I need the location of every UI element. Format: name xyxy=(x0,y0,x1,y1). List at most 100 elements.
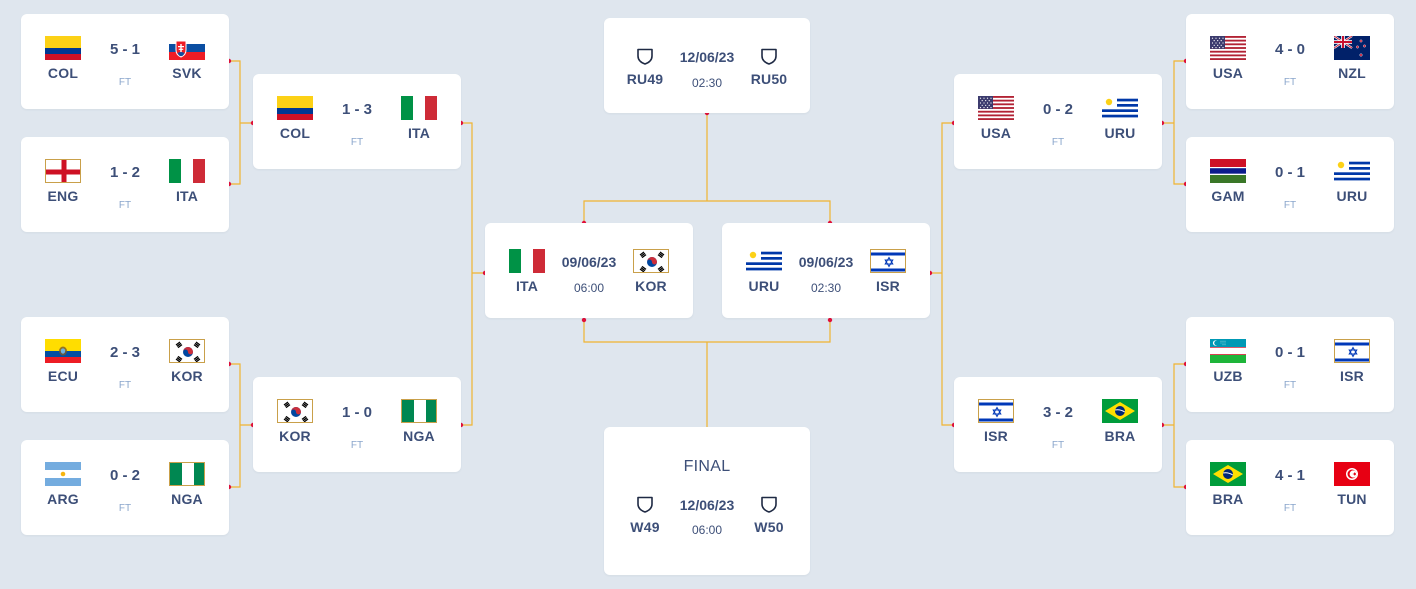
match-status: FT xyxy=(350,440,364,451)
away-team: ISR xyxy=(1322,339,1382,384)
uruguay-flag-icon xyxy=(1102,96,1138,120)
home-team: ECU xyxy=(33,339,93,384)
match-card-uzb-isr[interactable]: UZB 0 - 1 FT ISR xyxy=(1186,317,1394,412)
uzbekistan-flag-icon xyxy=(1210,339,1246,363)
away-team: URU xyxy=(1322,159,1382,204)
home-team: ENG xyxy=(33,159,93,204)
team-code: COL xyxy=(279,125,311,141)
match-score: 1 - 2 xyxy=(109,164,140,181)
match-status: FT xyxy=(1283,77,1297,88)
match-score: 3 - 2 xyxy=(1042,404,1073,421)
team-code: NZL xyxy=(1338,65,1366,81)
team-code: RU50 xyxy=(750,71,788,87)
team-code: URU xyxy=(1104,125,1136,141)
away-team: KOR xyxy=(157,339,217,384)
israel-flag-icon xyxy=(870,249,906,273)
team-code: BRA xyxy=(1104,428,1136,444)
match-card-third-place[interactable]: RU49 12/06/23 02:30 RU50 xyxy=(604,18,810,113)
home-team: UZB xyxy=(1198,339,1258,384)
match-card-ita-kor[interactable]: ITA 09/06/23 06:00 KOR xyxy=(485,223,693,318)
match-card-ecu-kor[interactable]: ECU 2 - 3 FT KOR xyxy=(21,317,229,412)
team-code: ISR xyxy=(876,278,900,294)
home-team: COL xyxy=(33,36,93,81)
away-team: ITA xyxy=(157,159,217,204)
team-code: USA xyxy=(1212,65,1244,81)
match-status: FT xyxy=(1051,137,1065,148)
match-time: 02:30 xyxy=(691,76,723,90)
match-card-arg-nga[interactable]: ARG 0 - 2 FT NGA xyxy=(21,440,229,535)
team-code: RU49 xyxy=(626,71,664,87)
match-date: 09/06/23 xyxy=(561,254,617,270)
match-status: FT xyxy=(118,77,132,88)
home-team: USA xyxy=(1198,36,1258,81)
match-card-usa-uru[interactable]: USA 0 - 2 FT URU xyxy=(954,74,1162,169)
south-korea-flag-icon xyxy=(633,249,669,273)
team-code: SVK xyxy=(172,65,202,81)
match-score: 0 - 2 xyxy=(109,467,140,484)
team-code: GAM xyxy=(1211,188,1245,204)
match-status: FT xyxy=(1283,503,1297,514)
home-team: GAM xyxy=(1198,159,1258,204)
match-card-isr-bra[interactable]: ISR 3 - 2 FT BRA xyxy=(954,377,1162,472)
match-score: 1 - 3 xyxy=(341,101,372,118)
home-team: RU49 xyxy=(615,46,675,87)
match-score: 4 - 1 xyxy=(1274,467,1305,484)
match-score: 2 - 3 xyxy=(109,344,140,361)
team-code: W50 xyxy=(754,519,784,535)
team-code: ENG xyxy=(47,188,79,204)
home-team: W49 xyxy=(615,494,675,535)
team-code: URU xyxy=(748,278,780,294)
home-team: COL xyxy=(265,96,325,141)
team-code: ECU xyxy=(47,368,79,384)
match-card-final[interactable]: FINAL W49 12/06/23 06:00 W50 xyxy=(604,427,810,575)
match-status: FT xyxy=(118,380,132,391)
colombia-flag-icon xyxy=(45,36,81,60)
match-score: 0 - 1 xyxy=(1274,164,1305,181)
match-card-bra-tun[interactable]: BRA 4 - 1 FT TUN xyxy=(1186,440,1394,535)
match-card-gam-uru[interactable]: GAM 0 - 1 FT URU xyxy=(1186,137,1394,232)
home-team: BRA xyxy=(1198,462,1258,507)
away-team: TUN xyxy=(1322,462,1382,507)
italy-flag-icon xyxy=(169,159,205,183)
match-status: FT xyxy=(1051,440,1065,451)
match-time: 06:00 xyxy=(573,281,605,295)
slovakia-flag-icon xyxy=(169,36,205,60)
team-code: KOR xyxy=(279,428,311,444)
south-korea-flag-icon xyxy=(169,339,205,363)
home-team: ITA xyxy=(497,249,557,294)
uruguay-flag-icon xyxy=(746,249,782,273)
match-card-col-svk[interactable]: COL 5 - 1 FT SVK xyxy=(21,14,229,109)
israel-flag-icon xyxy=(978,399,1014,423)
home-team: ARG xyxy=(33,462,93,507)
match-status: FT xyxy=(1283,200,1297,211)
team-code: KOR xyxy=(171,368,203,384)
match-card-usa-nzl[interactable]: USA 4 - 0 FT NZL xyxy=(1186,14,1394,109)
team-code: W49 xyxy=(630,519,660,535)
away-team: NGA xyxy=(157,462,217,507)
italy-flag-icon xyxy=(509,249,545,273)
match-card-kor-nga[interactable]: KOR 1 - 0 FT NGA xyxy=(253,377,461,472)
away-team: ISR xyxy=(858,249,918,294)
away-team: KOR xyxy=(621,249,681,294)
match-card-eng-ita[interactable]: ENG 1 - 2 FT ITA xyxy=(21,137,229,232)
shield-icon xyxy=(637,496,653,513)
team-code: TUN xyxy=(1337,491,1367,507)
match-date: 09/06/23 xyxy=(798,254,854,270)
team-code: ITA xyxy=(407,125,431,141)
away-team: NGA xyxy=(389,399,449,444)
shield-icon xyxy=(761,48,777,65)
team-code: COL xyxy=(47,65,79,81)
match-card-uru-isr[interactable]: URU 09/06/23 02:30 ISR xyxy=(722,223,930,318)
brazil-flag-icon xyxy=(1102,399,1138,423)
away-team: SVK xyxy=(157,36,217,81)
colombia-flag-icon xyxy=(277,96,313,120)
match-card-col-ita[interactable]: COL 1 - 3 FT ITA xyxy=(253,74,461,169)
uruguay-flag-icon xyxy=(1334,159,1370,183)
match-score: 4 - 0 xyxy=(1274,41,1305,58)
away-team: ITA xyxy=(389,96,449,141)
team-code: USA xyxy=(980,125,1012,141)
away-team: BRA xyxy=(1090,399,1150,444)
usa-flag-icon xyxy=(978,96,1014,120)
home-team: KOR xyxy=(265,399,325,444)
